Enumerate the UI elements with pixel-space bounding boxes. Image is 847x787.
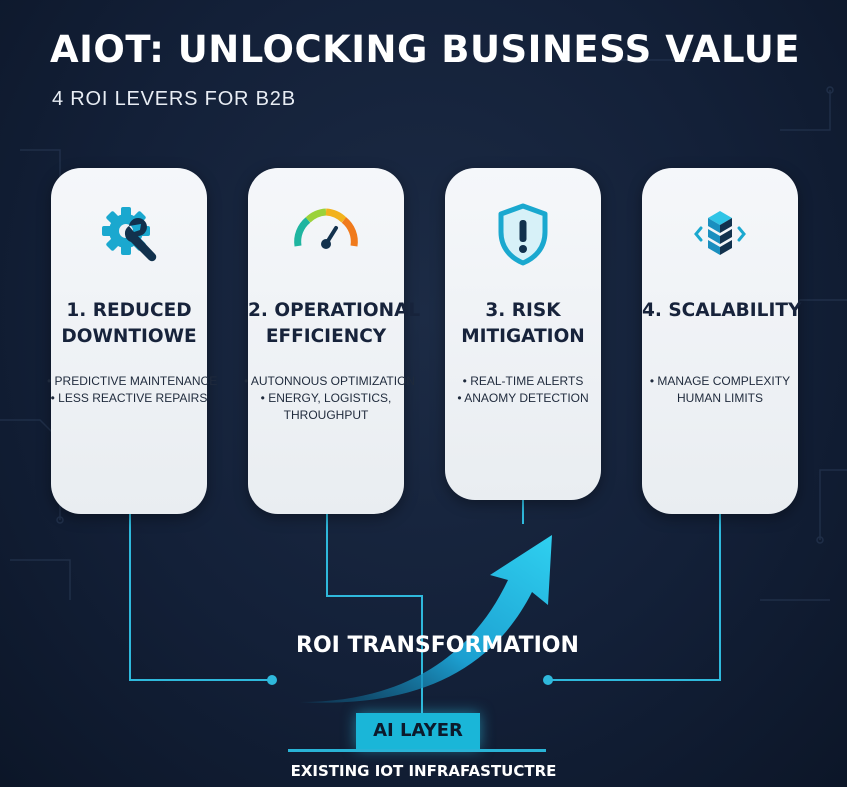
bullet-item: • PREDICTIVE MAINTENANCE [47, 374, 218, 388]
card-title-line: 1. REDUCED [66, 300, 192, 321]
connector-card-1 [129, 514, 270, 681]
bullet-item: • AUTONNOUS OPTIMIZATION [244, 374, 416, 388]
gear-wrench-icon [93, 198, 165, 270]
roi-card-risk-mitigation: 3. RISK MITIGATION • REAL-TIME ALERTS • … [445, 168, 601, 500]
roi-card-operational-efficiency: 2. OPERATIONAL EFFICIENCY • AUTONNOUS OP… [244, 168, 421, 514]
gauge-icon [290, 198, 362, 270]
roi-card-scalability: 4. SCALABILITY • MANAGE COMPLEXITY HUMAN… [642, 168, 802, 514]
card-bullets: • AUTONNOUS OPTIMIZATION • ENERGY, LOGIS… [244, 373, 416, 424]
connector-node-right [543, 675, 553, 685]
bullet-item: • ANAOMY DETECTION [457, 391, 589, 405]
shield-alert-icon [487, 198, 559, 270]
connector-node-left [267, 675, 277, 685]
page-subtitle: 4 ROI LEVERS FOR B2B [52, 88, 296, 110]
card-title-line: 4. SCALABILITY [642, 300, 802, 321]
card-title-line: DOWNTIOWE [61, 326, 197, 347]
card-title-line: MITIGATION [461, 326, 585, 347]
bullet-item: THROUGHPUT [283, 408, 369, 422]
server-stack-icon [684, 198, 756, 270]
card-title-line: EFFICIENCY [265, 326, 387, 347]
connector-card-2 [326, 514, 423, 713]
roi-transformation-label: ROI TRANSFORMATION [296, 633, 579, 658]
infrastructure-label: EXISTING IOT INFRAFASTUCTRE [290, 762, 557, 780]
bullet-item: • REAL-TIME ALERTS [462, 374, 584, 388]
card-title-line: 2. OPERATIONAL [248, 300, 421, 321]
card-bullets: • PREDICTIVE MAINTENANCE • LESS REACTIVE… [47, 373, 218, 407]
bullet-item: • LESS REACTIVE REPAIRS [50, 391, 208, 405]
page-title: AIOT: UNLOCKING BUSINESS VALUE [50, 28, 801, 71]
connector-card-4 [549, 514, 721, 681]
ai-layer-box: AI LAYER [356, 713, 480, 749]
roi-card-reduced-downtime: 1. REDUCED DOWNTIOWE • PREDICTIVE MAINTE… [47, 168, 217, 514]
bullet-item: • MANAGE COMPLEXITY [649, 374, 791, 388]
card-bullets: • MANAGE COMPLEXITY HUMAN LIMITS [638, 373, 802, 407]
infrastructure-bar [288, 749, 546, 752]
card-bullets: • REAL-TIME ALERTS • ANAOMY DETECTION [441, 373, 605, 407]
bullet-item: • ENERGY, LOGISTICS, [260, 391, 392, 405]
roi-arrow [300, 535, 552, 703]
card-title-line: 3. RISK [485, 300, 561, 321]
bullet-item: HUMAN LIMITS [676, 391, 763, 405]
